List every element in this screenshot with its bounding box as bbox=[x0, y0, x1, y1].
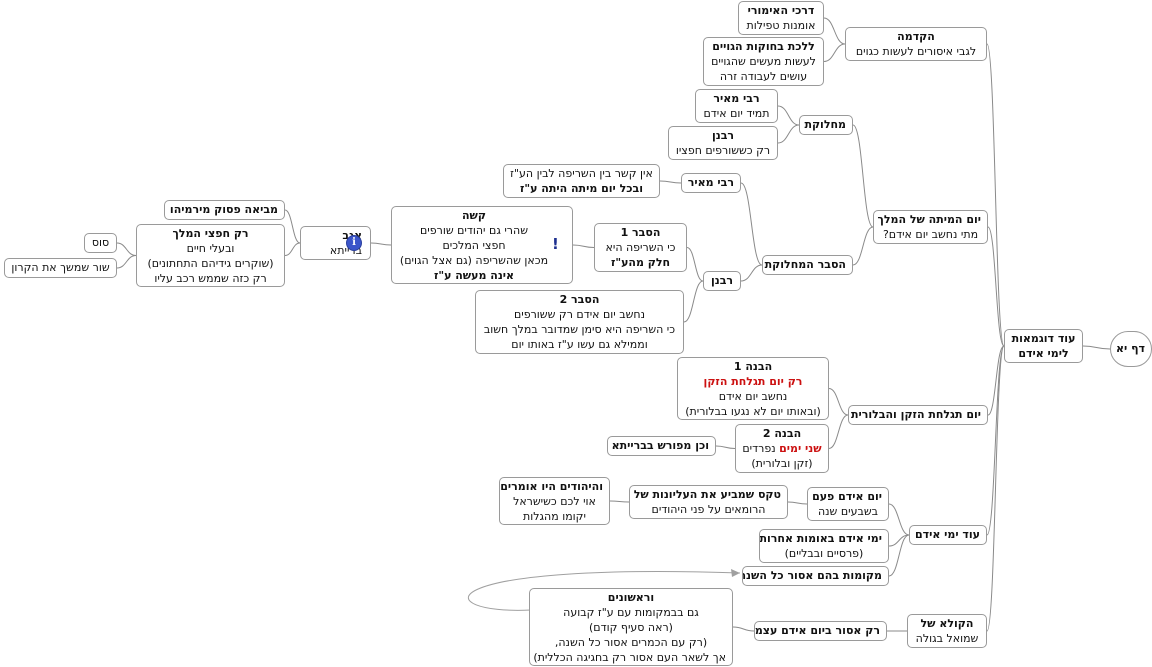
exclamation-icon: ! bbox=[552, 235, 559, 253]
reference-arrowhead bbox=[731, 569, 740, 577]
dispute-explanation-node[interactable]: הסבר המחלוקת bbox=[762, 255, 853, 275]
rabanan-explanation[interactable]: רבנן bbox=[703, 271, 741, 291]
rabbi-meir-explanation[interactable]: רבי מאיר bbox=[681, 173, 741, 193]
ox-node[interactable]: שור שמשך את הקרון bbox=[4, 258, 117, 278]
connector-line bbox=[888, 534, 910, 577]
connector-line bbox=[116, 242, 137, 256]
connector-line bbox=[987, 226, 1005, 347]
connector-line bbox=[740, 264, 763, 282]
connector-line bbox=[659, 180, 682, 184]
connector-line bbox=[777, 124, 800, 144]
horse-node[interactable]: סוס bbox=[84, 233, 117, 253]
reference-arc bbox=[467, 570, 741, 611]
connector-line bbox=[888, 503, 910, 536]
connector-line bbox=[370, 242, 392, 246]
connector-line bbox=[572, 244, 595, 248]
connector-line bbox=[740, 182, 763, 266]
only-day-node[interactable]: רק אסור ביום אידם עצמו bbox=[754, 621, 887, 641]
connector-line bbox=[284, 209, 301, 244]
connector-line bbox=[1082, 345, 1111, 350]
connector-line bbox=[987, 345, 1005, 416]
connector-line bbox=[732, 626, 755, 632]
connector-line bbox=[986, 345, 1005, 632]
connector-line bbox=[986, 345, 1005, 536]
connector-line bbox=[986, 43, 1005, 347]
connector-line bbox=[683, 280, 704, 323]
connector-line bbox=[823, 17, 846, 45]
root-node[interactable]: דף יא bbox=[1110, 331, 1152, 367]
connector-line bbox=[609, 500, 630, 503]
connector-line bbox=[686, 247, 704, 282]
connector-line bbox=[852, 124, 874, 228]
connector-line bbox=[787, 501, 808, 505]
dispute-node[interactable]: מחלוקת bbox=[799, 115, 853, 135]
connector-line bbox=[828, 414, 849, 449]
verse-node[interactable]: מביאה פסוק מירמיהו bbox=[164, 200, 285, 220]
connector-line bbox=[823, 43, 846, 62]
other-nations-node[interactable]: ימי אידם באומות אחרות(פרסיים ובבליים) bbox=[759, 529, 889, 563]
shaving-day-node[interactable]: יום תגלחת הזקן והבלורית bbox=[848, 405, 988, 425]
connector-line bbox=[715, 445, 736, 449]
connector-line bbox=[852, 226, 874, 266]
more-days-node[interactable]: עוד ימי אידם bbox=[909, 525, 987, 545]
connector-line bbox=[116, 255, 137, 269]
explicit-baraita-node[interactable]: וכן מפורש בברייתא bbox=[607, 436, 716, 456]
all-year-node[interactable]: מקומות בהם אסור כל השנה bbox=[742, 566, 889, 586]
info-icon[interactable]: i bbox=[346, 235, 362, 251]
connector-line bbox=[777, 105, 800, 126]
connector-line bbox=[284, 242, 301, 256]
connector-line bbox=[828, 388, 849, 416]
